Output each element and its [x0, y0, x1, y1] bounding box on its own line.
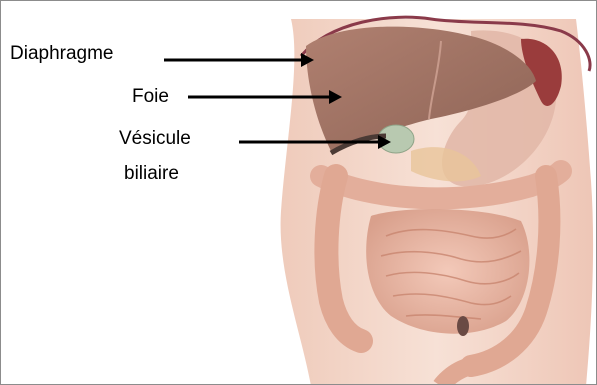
- arrow-right-icon: [239, 135, 391, 149]
- arrow-right-icon: [188, 90, 342, 104]
- arrow-right-icon: [164, 53, 314, 67]
